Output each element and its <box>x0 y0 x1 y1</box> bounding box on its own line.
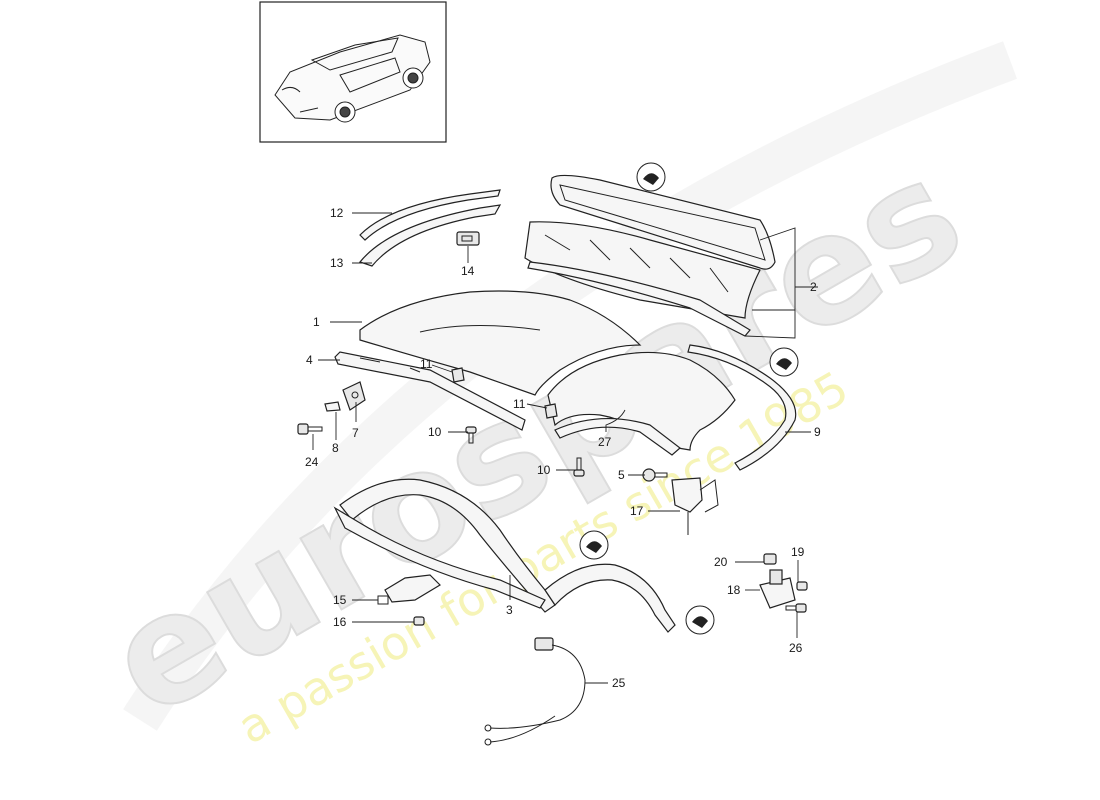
callout-14: 14 <box>461 264 475 278</box>
adhesive-symbol-icon <box>685 605 715 635</box>
callout-10-b: 10 <box>537 463 551 477</box>
screw-16 <box>413 616 425 626</box>
part-13-seal <box>358 204 502 267</box>
callout-11-a: 11 <box>420 357 433 371</box>
screw-10a <box>465 426 477 444</box>
callout-13: 13 <box>330 256 344 270</box>
part-4-front-bow <box>334 351 526 431</box>
part-2-rear-window <box>524 174 776 337</box>
part-15-lock <box>377 574 441 605</box>
part-17-latch <box>671 477 719 535</box>
callout-15: 15 <box>333 593 347 607</box>
callout-9: 9 <box>814 425 821 439</box>
callout-19: 19 <box>791 545 805 559</box>
adhesive-symbol-icon <box>579 530 609 560</box>
part-27-side-panel <box>547 351 736 456</box>
callout-20: 20 <box>714 555 728 569</box>
screw-24 <box>297 423 323 435</box>
callout-25: 25 <box>612 676 626 690</box>
clip-11b <box>544 403 558 419</box>
callout-3: 3 <box>506 603 513 617</box>
leader-lines <box>312 212 818 684</box>
adhesive-symbol-icon <box>769 347 799 377</box>
adhesive-symbol-icon <box>636 162 666 192</box>
screw-19 <box>796 581 808 591</box>
callout-26: 26 <box>789 641 803 655</box>
callout-1: 1 <box>313 315 320 329</box>
part-12-trim-strip <box>359 189 501 241</box>
callout-24: 24 <box>305 455 319 469</box>
callouts: 12 13 14 1 2 4 11 11 7 8 24 10 27 9 10 5… <box>305 206 821 690</box>
part-14-clip <box>456 231 480 246</box>
callout-11-b: 11 <box>513 397 526 411</box>
callout-16: 16 <box>333 615 347 629</box>
thumbnail <box>259 1 447 143</box>
watermark-brand: eurospares <box>81 126 989 751</box>
callout-17: 17 <box>630 504 644 518</box>
car-convertible-icon <box>274 34 431 123</box>
callout-4: 4 <box>306 353 313 367</box>
callout-18: 18 <box>727 583 741 597</box>
callout-12: 12 <box>330 206 344 220</box>
callout-27: 27 <box>598 435 612 449</box>
callout-7: 7 <box>352 426 359 440</box>
part-9-seal-strip <box>687 344 797 471</box>
part-7-bracket <box>342 381 366 411</box>
bolt-5 <box>642 468 668 482</box>
part-18-hinge <box>759 569 796 609</box>
screw-10b <box>573 457 585 477</box>
part-8-pad <box>324 401 341 412</box>
nut-20 <box>763 553 777 565</box>
callout-5: 5 <box>618 468 625 482</box>
part-3-frame <box>333 478 676 633</box>
callout-2: 2 <box>810 280 817 294</box>
part-25-cable <box>484 637 586 746</box>
clip-11a <box>451 367 465 383</box>
callout-8: 8 <box>332 441 339 455</box>
callout-10-a: 10 <box>428 425 442 439</box>
part-1-roof-panel <box>359 290 642 396</box>
screw-26 <box>785 603 807 613</box>
